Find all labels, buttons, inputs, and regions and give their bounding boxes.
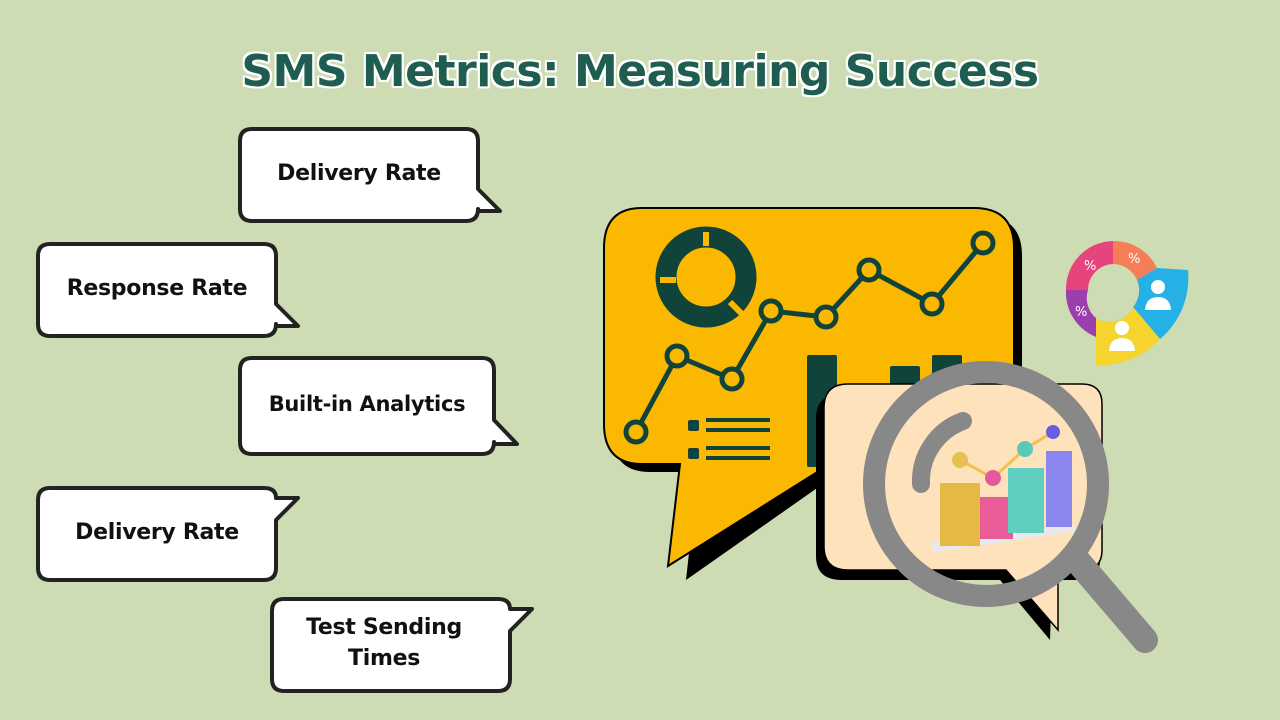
speech-bubble-shape [238, 127, 502, 223]
bubble-label: Built-in Analytics [268, 392, 466, 417]
3d-bar-chart-icon [930, 425, 1076, 552]
bubble-label: Test Sending Times [306, 615, 462, 671]
user-avatar-icon [1145, 280, 1171, 310]
magnifying-glass-icon [863, 361, 1158, 653]
line-chart-icon [623, 230, 996, 445]
user-avatar-female-icon [1109, 321, 1135, 351]
metric-bubble-response-rate: Response Rate [36, 242, 301, 338]
page-title: SMS Metrics: Measuring Success [241, 46, 1039, 97]
bubble-label: Response Rate [66, 275, 248, 301]
percent-label: % [1128, 252, 1140, 267]
ring-chart-users-icon: % % % [1065, 240, 1189, 366]
speech-bubble-shape [36, 242, 300, 338]
metric-bubble-delivery-rate: Delivery Rate [238, 127, 503, 223]
list-icon [688, 418, 770, 460]
donut-chart-icon [655, 226, 757, 328]
metric-bubble-delivery-rate-2: Delivery Rate [36, 486, 301, 582]
speech-bubble-shape [238, 356, 519, 456]
bubble-label: Delivery Rate [277, 160, 441, 186]
metric-bubble-test-sending-times: Test Sending Times [270, 597, 535, 693]
dashboard-bubble-icon [603, 207, 1022, 580]
bubble-label: Delivery Rate [75, 519, 239, 545]
speech-bubble-shape [270, 597, 534, 693]
percent-label: % [1075, 305, 1087, 320]
percent-label: % [1084, 259, 1096, 274]
metric-bubble-built-in-analytics: Built-in Analytics [238, 356, 520, 456]
speech-bubble-shape [36, 486, 300, 582]
